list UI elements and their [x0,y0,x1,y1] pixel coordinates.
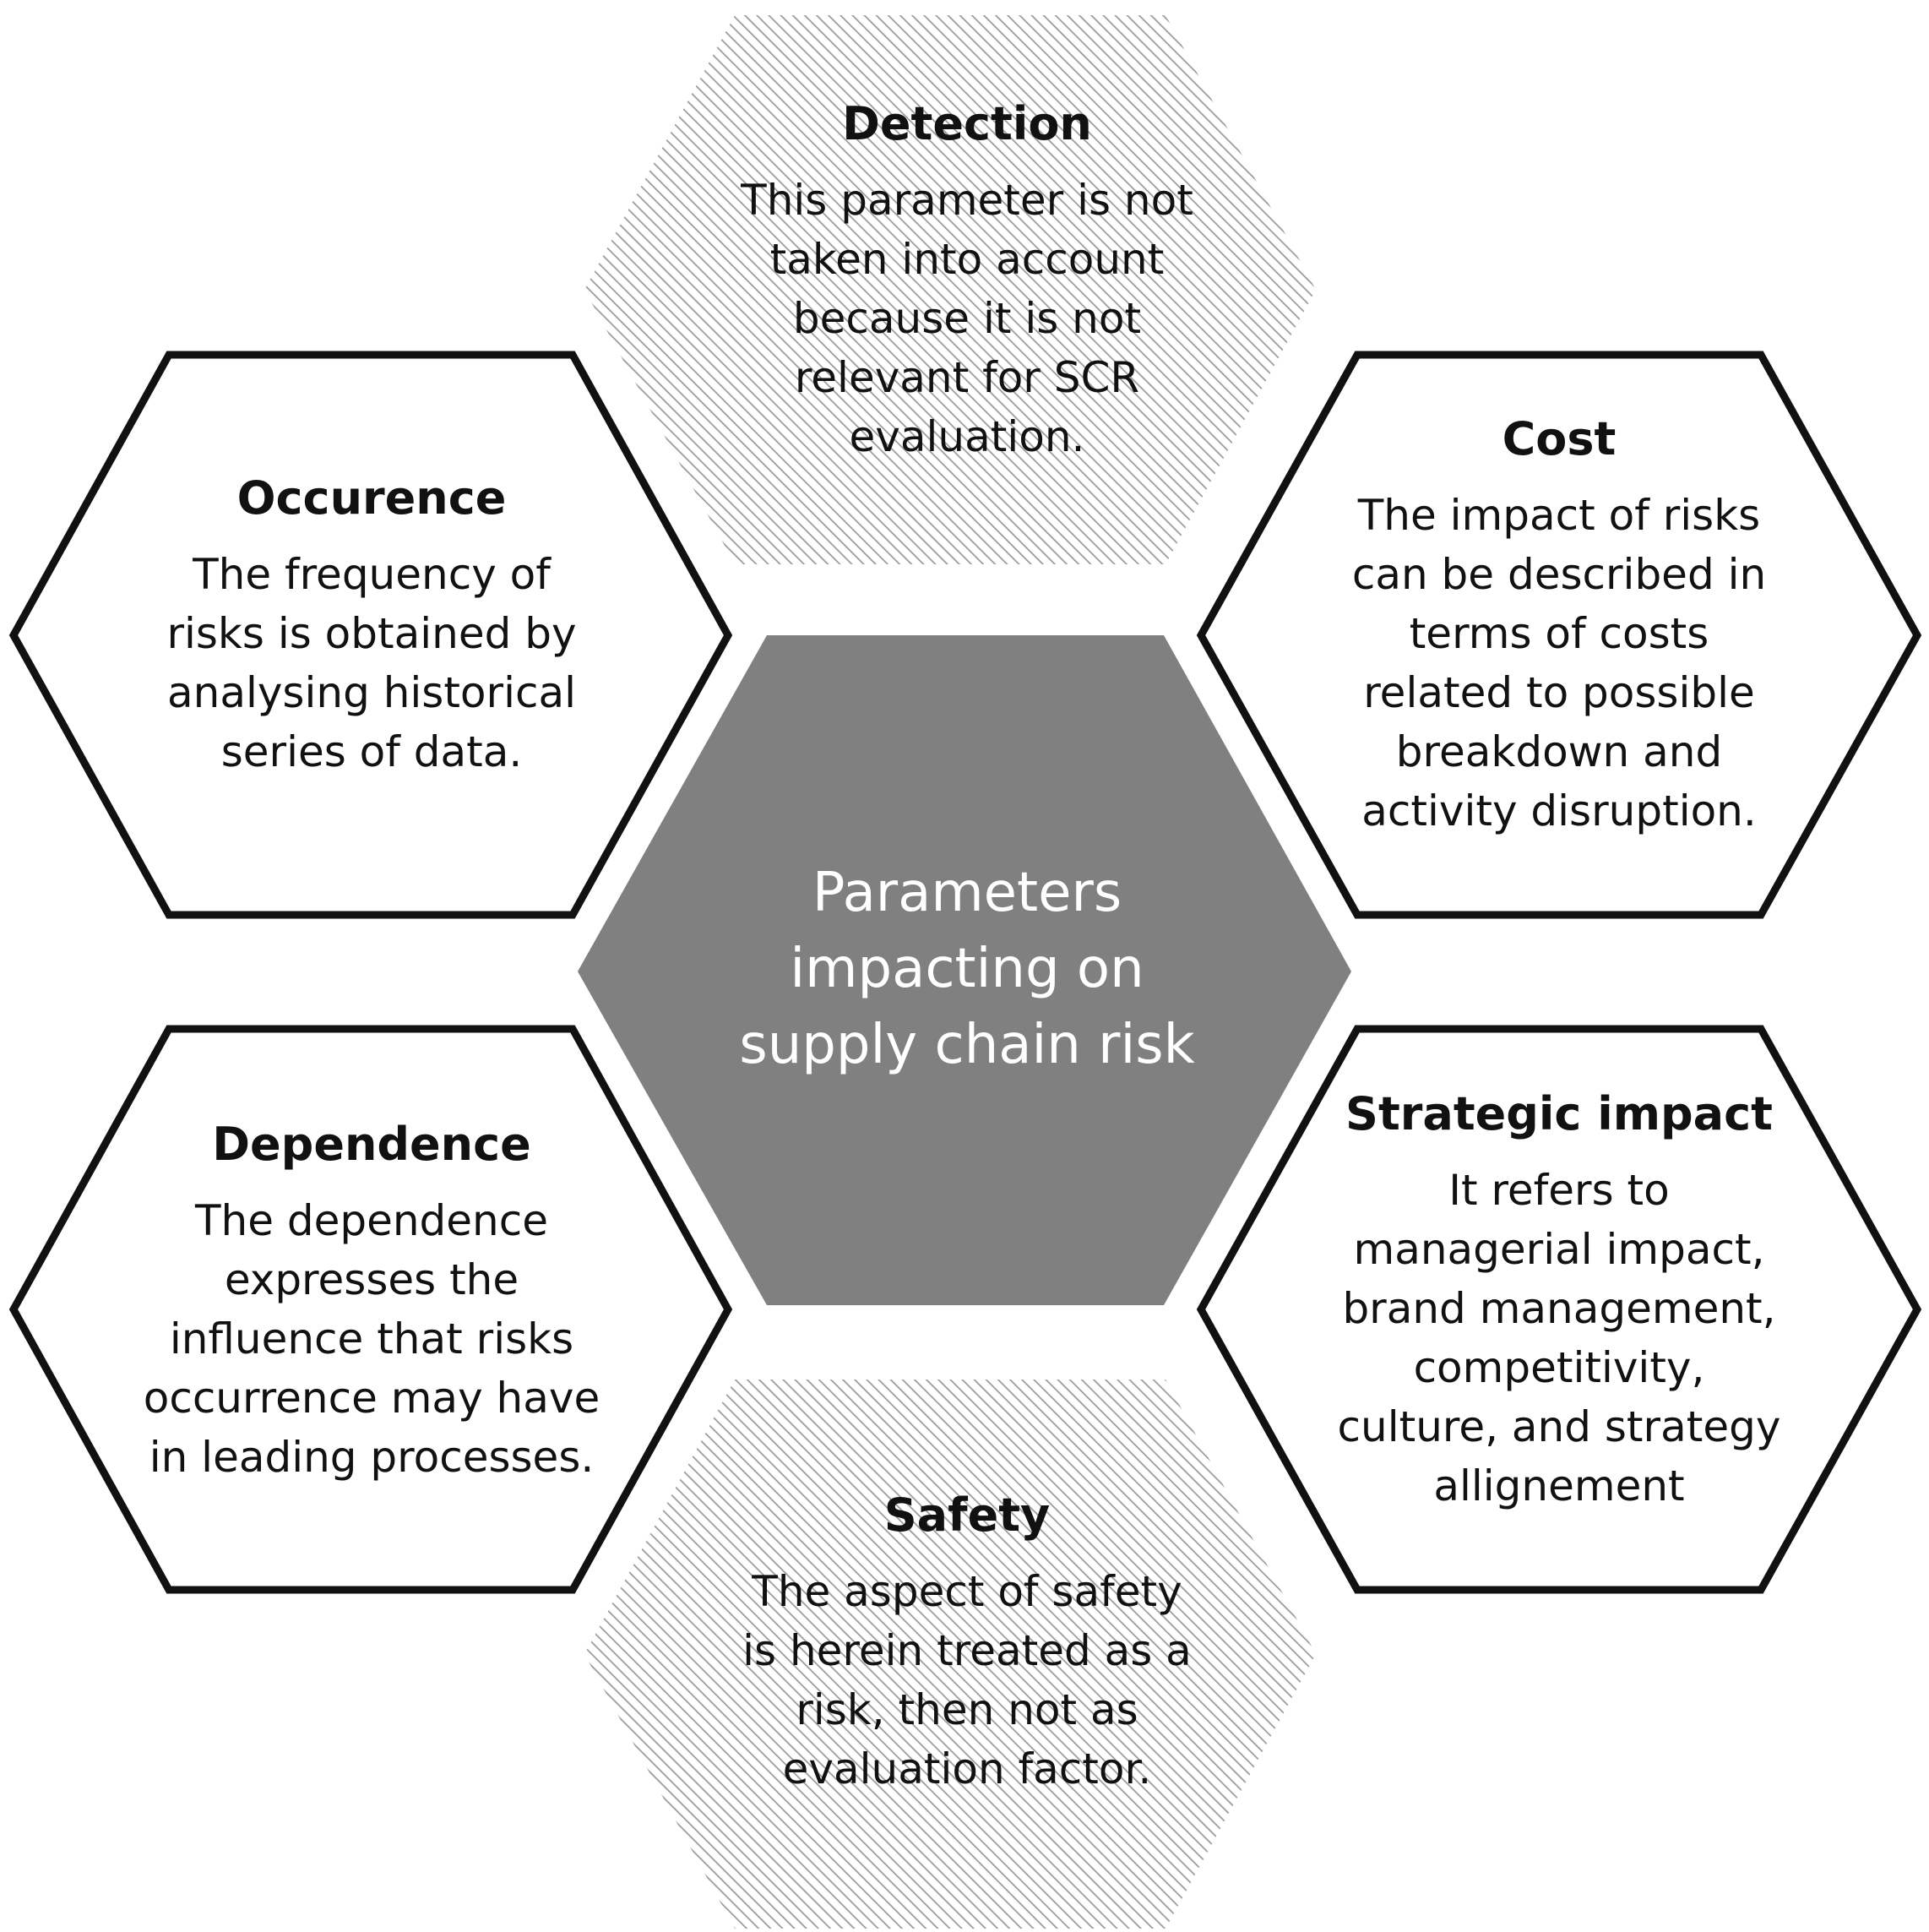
parameter-description: The aspect of safety is herein treated a… [742,1566,1192,1793]
parameter-title: Detection [842,97,1092,150]
parameter-strategic-impact: Strategic impact It refers to managerial… [1263,1087,1855,1516]
parameter-detection: Detection This parameter is not taken in… [629,97,1305,466]
parameter-description: The impact of risks can be described in … [1351,490,1767,835]
parameter-safety: Safety The aspect of safety is herein tr… [629,1488,1305,1799]
hexagon-safety [584,1380,1316,1929]
hexagon-strategic-impact [1196,1025,1922,1594]
hexagon-detection [584,15,1316,564]
parameter-title: Cost [1502,412,1617,465]
parameter-cost: Cost The impact of risks can be describe… [1263,412,1855,841]
hexagon-occurence [8,351,733,919]
center-label: Parameters impacting on supply chain ris… [739,862,1195,1076]
parameter-title: Safety [883,1488,1051,1542]
parameter-description: The frequency of risks is obtained by an… [166,549,577,776]
parameter-title: Strategic impact [1345,1087,1773,1140]
hexagon-cost [1196,351,1922,919]
parameter-title: Occurence [236,471,507,525]
parameter-title: Dependence [212,1118,531,1171]
parameter-description: This parameter is not taken into account… [741,175,1193,461]
hexagon-dependence [8,1025,733,1594]
parameter-dependence: Dependence The dependence expresses the … [76,1118,667,1487]
parameter-occurence: Occurence The frequency of risks is obta… [76,471,667,781]
parameter-description: It refers to managerial impact, brand ma… [1337,1165,1781,1510]
parameter-description: The dependence expresses the influence t… [143,1195,600,1482]
hexagon-center [578,635,1351,1305]
